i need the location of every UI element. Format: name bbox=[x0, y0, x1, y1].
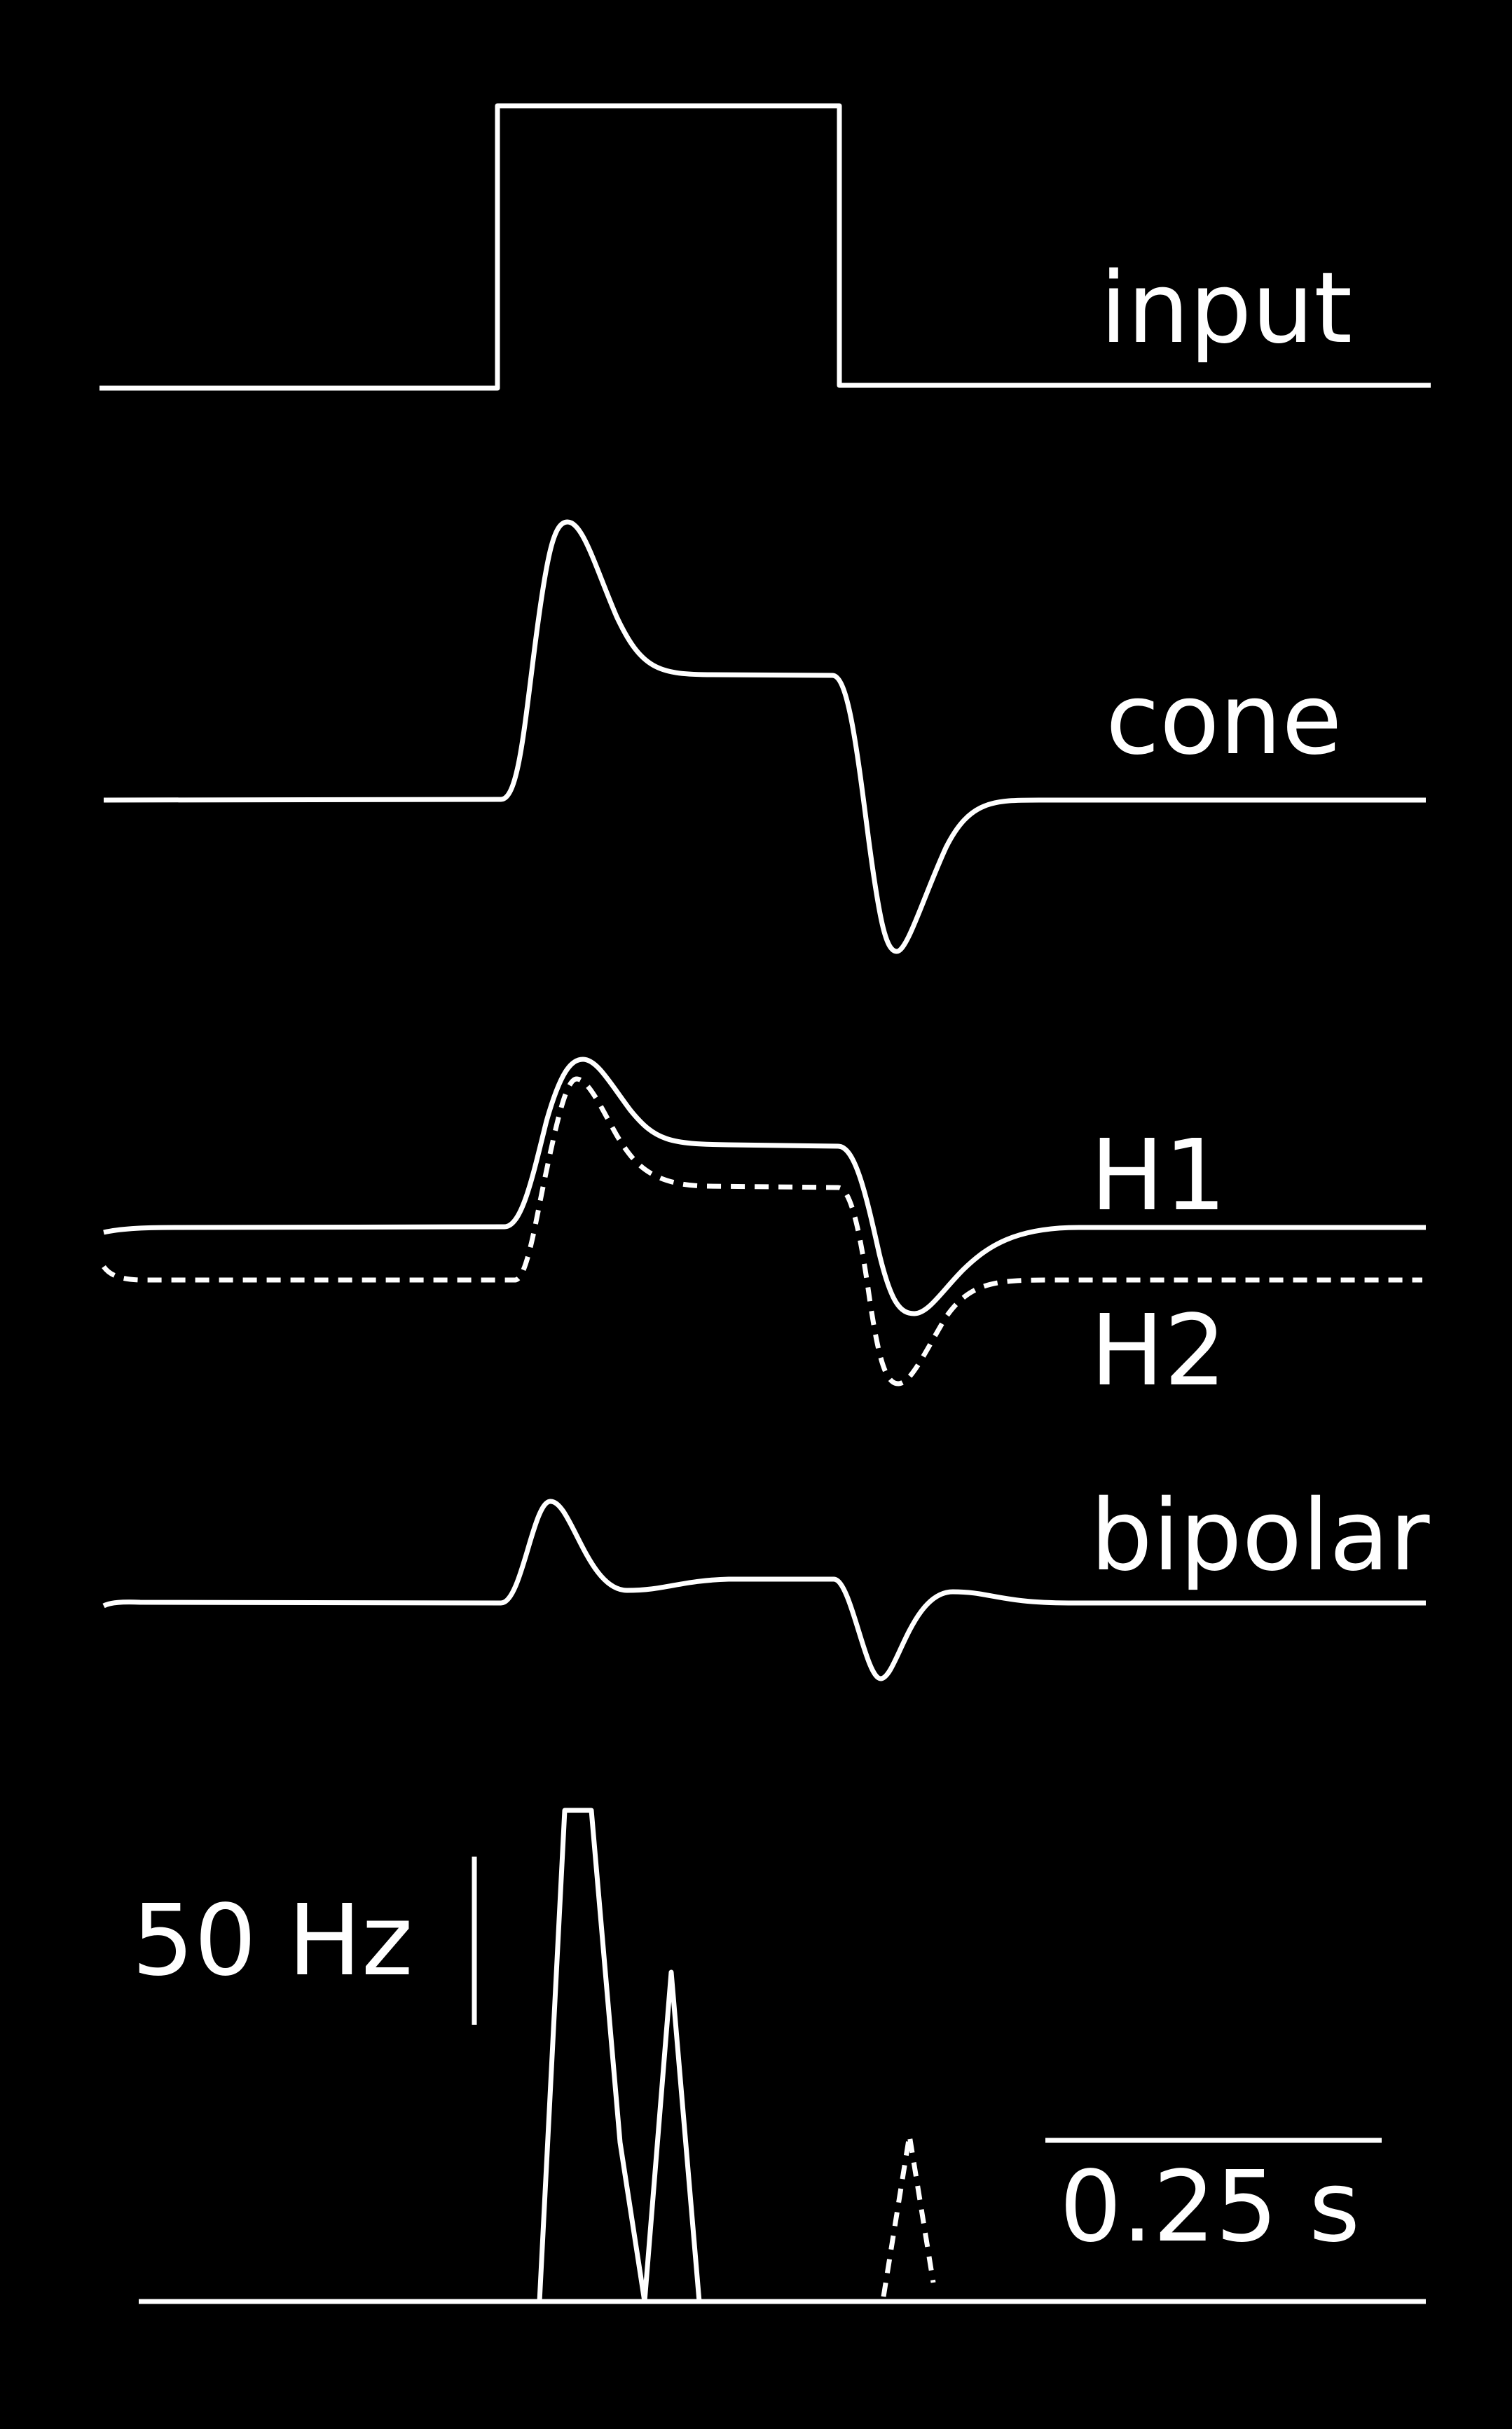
h2-trace bbox=[102, 1076, 1422, 1386]
horizontal-panel: H1 H2 bbox=[102, 1057, 1426, 1408]
input-label: input bbox=[1100, 252, 1352, 366]
cone-panel: cone bbox=[103, 519, 1426, 954]
rate-trace-dashed-peak bbox=[881, 2133, 936, 2297]
cone-trace bbox=[103, 519, 1426, 954]
h2-label: H2 bbox=[1090, 1294, 1226, 1408]
bipolar-trace bbox=[102, 1499, 1426, 1681]
h1-label: H1 bbox=[1090, 1119, 1226, 1233]
bipolar-label: bipolar bbox=[1090, 1479, 1430, 1593]
cone-label: cone bbox=[1106, 663, 1342, 777]
rate-scale-label: 50 Hz bbox=[132, 1884, 413, 1998]
bipolar-panel: bipolar bbox=[102, 1479, 1430, 1681]
input-panel: input bbox=[99, 103, 1431, 391]
time-scale-label: 0.25 s bbox=[1059, 2150, 1360, 2264]
rate-panel: 50 Hz 0.25 s bbox=[132, 1808, 1426, 2304]
h1-trace bbox=[103, 1057, 1426, 1316]
input-trace bbox=[99, 103, 1431, 391]
rate-trace-solid bbox=[537, 1808, 702, 2304]
